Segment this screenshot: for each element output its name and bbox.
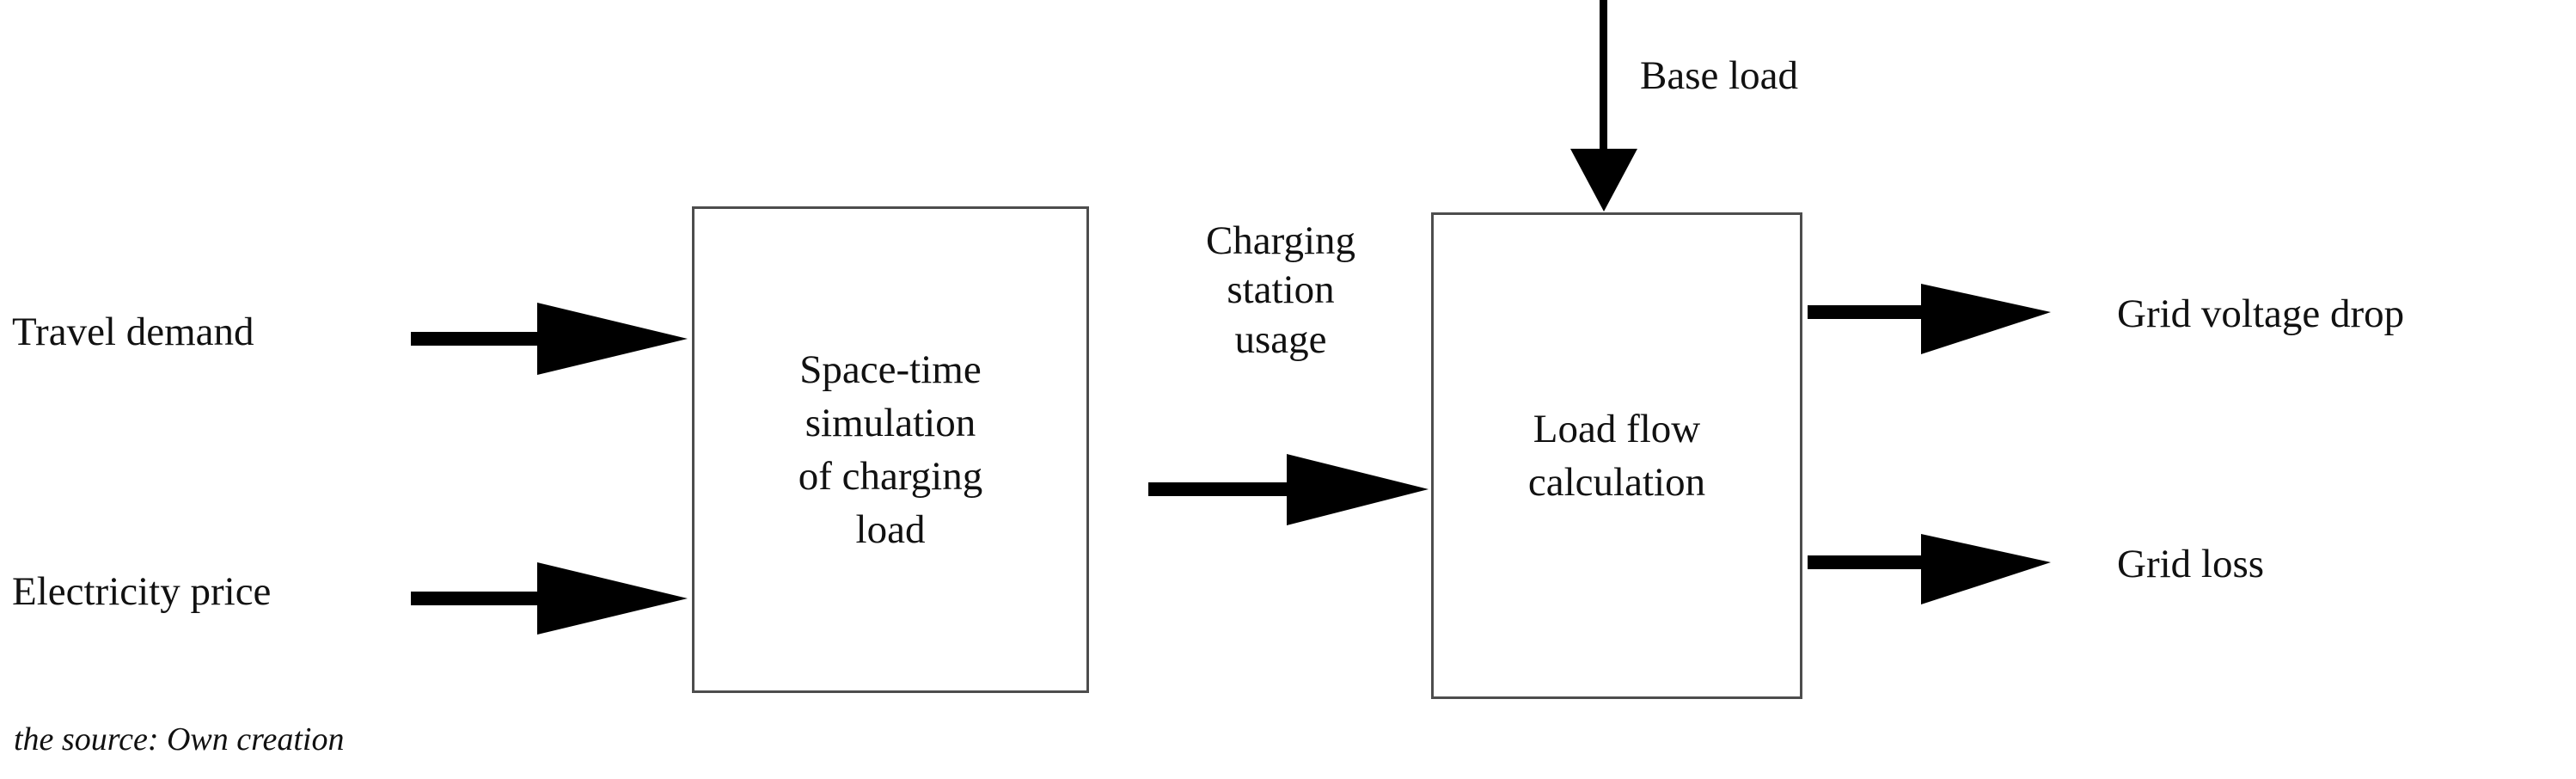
flow-label-line: usage [1234, 316, 1327, 362]
input-label-base-load: Base load [1640, 53, 1799, 98]
arrow-load-flow-to-grid-loss [1808, 534, 2051, 604]
input-label-travel-demand: Travel demand [12, 310, 254, 354]
box-line: calculation [1527, 460, 1706, 505]
input-label-electricity-price: Electricity price [12, 569, 272, 614]
process-box-load-flow-calculation: Load flow calculation [1431, 212, 1802, 699]
box-line: Space-time [799, 347, 982, 392]
arrow-electricity-price-to-space-time [411, 562, 688, 635]
box-line: simulation [805, 400, 976, 445]
arrow-travel-demand-to-space-time [411, 303, 688, 375]
box-line: of charging [798, 454, 983, 499]
box-line: load [855, 507, 926, 553]
flow-label-line: station [1227, 267, 1335, 313]
process-box-space-time-simulation: Space-time simulation of charging load [692, 206, 1089, 693]
output-label-grid-loss: Grid loss [2117, 542, 2265, 586]
figure-caption: the source: Own creation [14, 721, 345, 758]
arrow-base-load-to-load-flow [1570, 0, 1637, 212]
flow-label-line: Charging [1205, 218, 1356, 263]
output-label-grid-voltage-drop: Grid voltage drop [2117, 291, 2405, 336]
arrow-space-time-to-load-flow [1148, 454, 1429, 525]
flow-label-charging-station-usage: Charging station usage [1152, 217, 1410, 365]
box-line: Load flow [1533, 406, 1701, 451]
arrow-load-flow-to-grid-voltage-drop [1808, 284, 2051, 354]
